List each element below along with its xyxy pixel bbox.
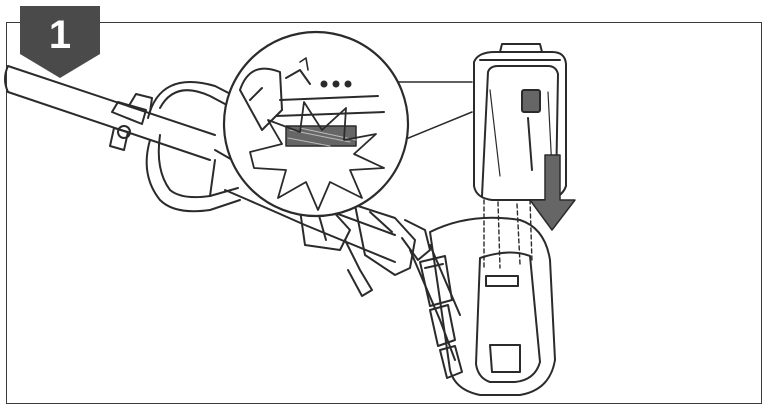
battery-housing — [419, 216, 556, 396]
down-arrow-icon — [529, 154, 576, 231]
shaft-coupling — [109, 93, 153, 151]
magnifier-callout — [222, 30, 410, 218]
loop-handle — [145, 81, 251, 213]
step-badge — [20, 6, 100, 78]
step-number: 1 — [48, 13, 72, 57]
trimmer-shaft — [4, 65, 216, 161]
alignment-guides — [483, 199, 533, 271]
battery-pack-icon — [473, 43, 567, 201]
